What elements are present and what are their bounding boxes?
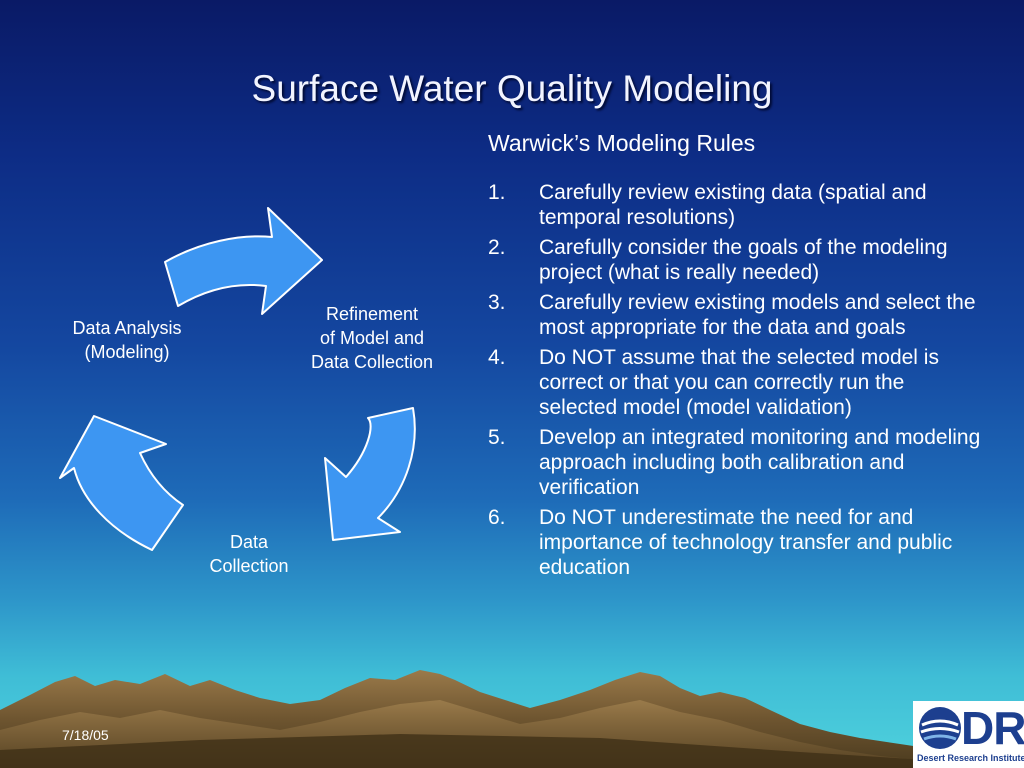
list-item-text: Do NOT underestimate the need for and im… — [539, 506, 953, 579]
cycle-diagram — [59, 207, 416, 551]
cycle-label-line: Data — [229, 532, 269, 552]
cycle-label-line: Data Collection — [310, 352, 434, 372]
cycle-label-analysis: Data Analysis (Modeling) — [52, 316, 202, 364]
rules-subtitle: Warwick’s Modeling Rules — [488, 130, 756, 156]
list-item: 2. Carefully consider the goals of the m… — [488, 235, 988, 285]
list-item-number: 5. — [488, 426, 506, 449]
logo-name: Desert Research Institute — [917, 753, 1024, 763]
list-item-number: 3. — [488, 291, 506, 314]
list-item-text: Carefully review existing models and sel… — [539, 291, 976, 339]
list-item: 5. Develop an integrated monitoring and … — [488, 425, 988, 500]
list-item-text: Develop an integrated monitoring and mod… — [539, 426, 981, 499]
globe-icon — [919, 707, 961, 749]
dri-logo: DRI Desert Research Institute — [913, 701, 1024, 768]
cycle-arrow-left — [59, 415, 184, 551]
cycle-label-line: Data Analysis — [72, 318, 182, 338]
list-item-number: 6. — [488, 506, 506, 529]
list-item-text: Do NOT assume that the selected model is… — [539, 346, 939, 419]
logo-mark: DRI — [961, 702, 1024, 754]
cycle-label-refinement: Refinement of Model and Data Collection — [288, 302, 456, 374]
cycle-label-collection: Data Collection — [184, 530, 314, 578]
list-item: 6. Do NOT underestimate the need for and… — [488, 505, 988, 580]
cycle-label-line: of Model and — [319, 328, 425, 348]
cycle-arrow-top — [164, 207, 323, 315]
list-item-number: 4. — [488, 346, 506, 369]
list-item-number: 1. — [488, 181, 506, 204]
slide-title: Surface Water Quality Modeling — [251, 68, 773, 109]
list-item: 4. Do NOT assume that the selected model… — [488, 345, 988, 420]
cycle-label-line: Collection — [209, 556, 289, 576]
list-item-number: 2. — [488, 236, 506, 259]
cycle-label-line: (Modeling) — [84, 342, 170, 362]
mountain-range-image — [0, 670, 1024, 768]
list-item-text: Carefully review existing data (spatial … — [539, 181, 927, 229]
list-item: 1. Carefully review existing data (spati… — [488, 180, 988, 230]
list-item-text: Carefully consider the goals of the mode… — [539, 236, 948, 284]
slide-date: 7/18/05 — [62, 727, 109, 743]
list-item: 3. Carefully review existing models and … — [488, 290, 988, 340]
rules-list: 1. Carefully review existing data (spati… — [488, 180, 988, 585]
cycle-arrow-right — [324, 407, 416, 541]
cycle-label-line: Refinement — [325, 304, 419, 324]
